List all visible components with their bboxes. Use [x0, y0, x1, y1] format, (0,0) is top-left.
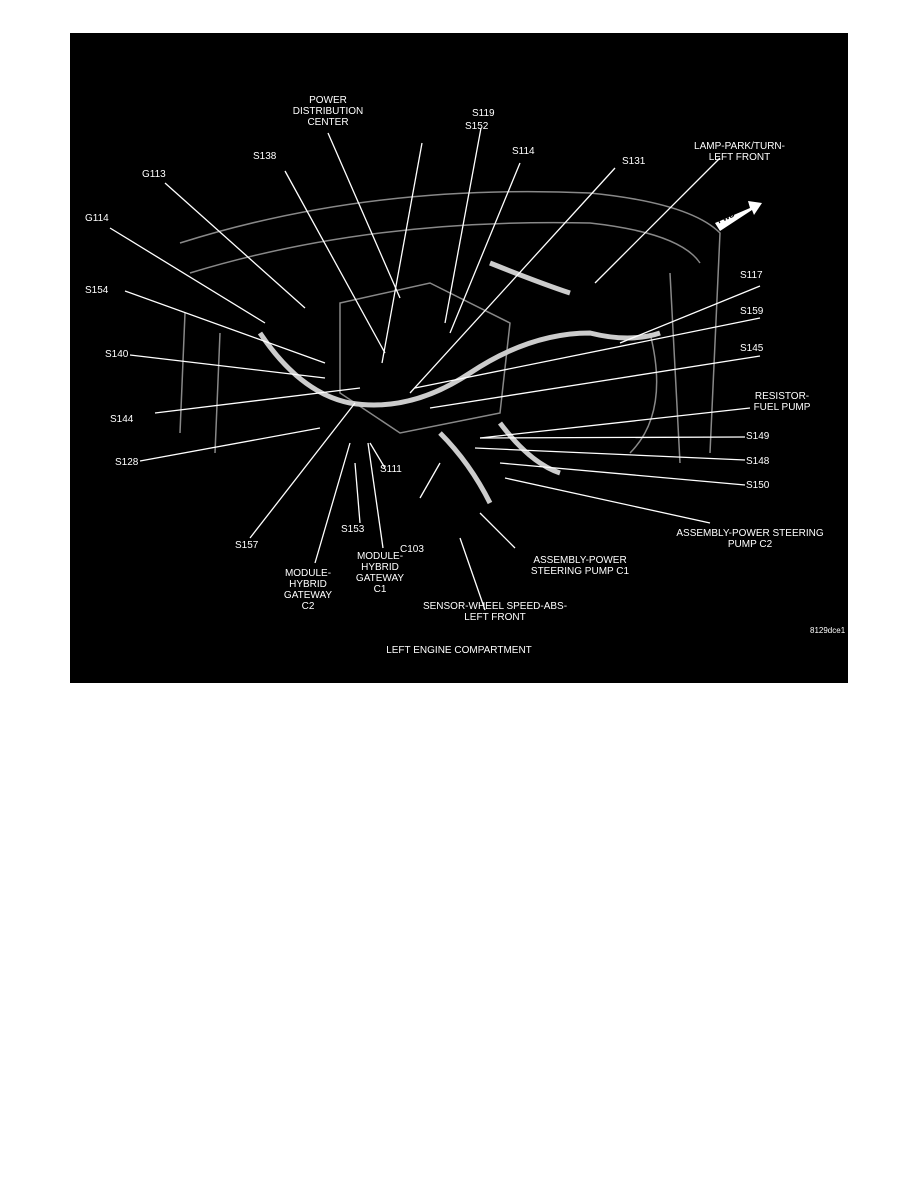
- wiring-diagram-figure: POWER DISTRIBUTION CENTER S152 S119 S114…: [70, 33, 848, 683]
- label-s152: S152: [465, 121, 489, 132]
- body-structure: [179, 190, 721, 464]
- wiring-harness: [257, 260, 661, 505]
- label-hybrid-gateway-c2: MODULE- HYBRID GATEWAY C2: [283, 568, 333, 612]
- label-resistor-fuel-pump: RESISTOR- FUEL PUMP: [753, 391, 811, 413]
- label-power-steering-pump-c1: ASSEMBLY-POWER STEERING PUMP C1: [530, 555, 630, 577]
- label-g114: G114: [85, 213, 109, 224]
- label-power-steering-pump-c2: ASSEMBLY-POWER STEERING PUMP C2: [676, 528, 824, 550]
- label-s159: S159: [740, 306, 764, 317]
- label-s117: S117: [740, 270, 763, 281]
- label-s145: S145: [740, 343, 764, 354]
- label-s153: S153: [341, 524, 365, 535]
- label-s140: S140: [105, 349, 129, 360]
- label-c103: C103: [400, 544, 424, 555]
- label-s128: S128: [115, 457, 139, 468]
- label-s150: S150: [746, 480, 770, 491]
- label-s149: S149: [746, 431, 770, 442]
- label-sensor-wheel-speed: SENSOR-WHEEL SPEED-ABS-LEFT FRONT: [422, 601, 568, 623]
- figure-code: 8129dce1: [810, 626, 846, 635]
- label-lamp-park-turn: LAMP-PARK/TURN- LEFT FRONT: [694, 141, 785, 163]
- label-s119: S119: [472, 108, 495, 119]
- label-power-distribution-center: POWER DISTRIBUTION CENTER: [292, 95, 364, 128]
- label-s157: S157: [235, 540, 259, 551]
- engine-compartment-drawing: [109, 127, 762, 611]
- label-s144: S144: [110, 414, 134, 425]
- figure-title: LEFT ENGINE COMPARTMENT: [386, 645, 532, 656]
- label-s138: S138: [253, 151, 277, 162]
- label-s154: S154: [85, 285, 109, 296]
- label-s148: S148: [746, 456, 770, 467]
- label-s131: S131: [622, 156, 646, 167]
- label-s114: S114: [512, 146, 535, 157]
- label-s111: S111: [380, 464, 402, 475]
- fwd-arrow: [715, 201, 762, 231]
- label-hybrid-gateway-c1: MODULE- HYBRID GATEWAY C1: [355, 551, 405, 595]
- label-g113: G113: [142, 169, 166, 180]
- leader-lines: [109, 127, 761, 611]
